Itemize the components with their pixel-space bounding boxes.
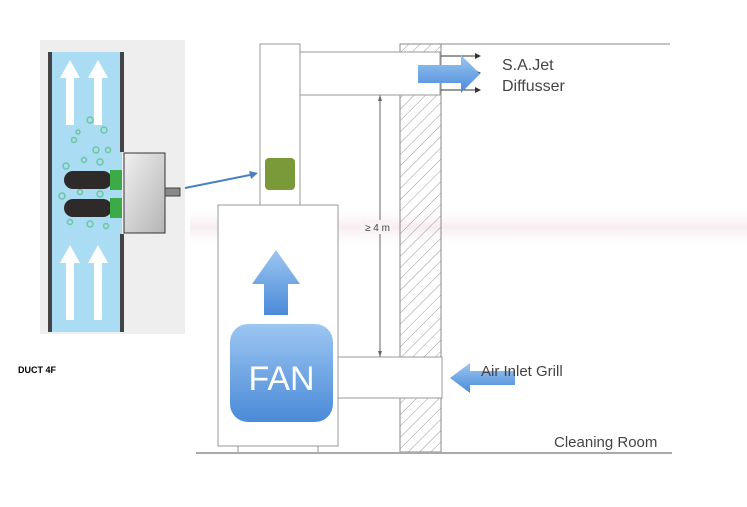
duct-inset-illustration <box>40 40 185 334</box>
supply-duct <box>299 51 441 96</box>
fan-label: FAN <box>248 360 314 398</box>
ion-sensor-unit <box>265 158 295 190</box>
supply-air-arrow <box>418 55 480 93</box>
pointer-arrow <box>184 173 256 189</box>
diffuser-label-line2: Diffusser <box>502 78 566 95</box>
inlet-duct <box>337 356 443 399</box>
diffuser-label-line1: S.A.Jet <box>502 57 554 74</box>
air-inlet-label: Air Inlet Grill <box>481 363 563 380</box>
height-dimension-label: ≥ 4 m <box>365 223 390 234</box>
inlet-air-arrow <box>450 363 515 393</box>
upflow-arrow <box>252 250 300 315</box>
room-label: Cleaning Room <box>554 434 657 451</box>
airflow-up-arrows <box>60 60 108 320</box>
ion-bubbles <box>58 116 112 230</box>
ion-tube-bottom <box>64 198 122 218</box>
duct-caption: DUCT 4F <box>18 365 57 375</box>
ion-tube-top <box>64 170 122 190</box>
fan-block <box>230 324 333 422</box>
